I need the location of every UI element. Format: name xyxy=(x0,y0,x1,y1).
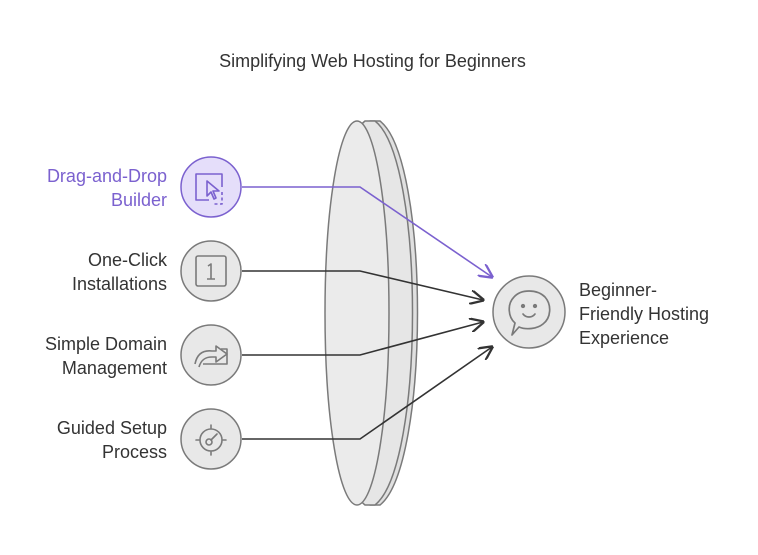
smiley-speech-icon xyxy=(508,290,551,336)
output-label: Beginner- Friendly Hosting Experience xyxy=(579,280,710,348)
one-click-icon xyxy=(195,255,227,287)
connector-domain xyxy=(242,322,483,356)
drag-drop-icon xyxy=(195,173,223,205)
setup-gauge-icon xyxy=(195,424,227,456)
output-node xyxy=(492,275,566,349)
connector-drag-drop xyxy=(242,186,492,277)
input-node-one-click xyxy=(180,240,242,302)
input-node-drag-drop xyxy=(180,156,242,218)
diagram-title: Simplifying Web Hosting for Beginners xyxy=(219,51,526,71)
connectors xyxy=(242,186,492,440)
input-node-guided-setup xyxy=(180,408,242,470)
domain-redirect-icon xyxy=(194,345,228,368)
connector-one-click xyxy=(242,270,483,300)
lens-shape xyxy=(324,120,419,506)
connector-guided-setup xyxy=(242,347,492,440)
input-label-one-click: One-Click Installations xyxy=(71,250,167,294)
input-node-domain xyxy=(180,324,242,386)
input-label-guided-setup: Guided Setup Process xyxy=(56,418,167,462)
input-label-drag-drop: Drag-and-Drop Builder xyxy=(46,166,167,210)
input-label-domain: Simple Domain Management xyxy=(44,334,167,378)
